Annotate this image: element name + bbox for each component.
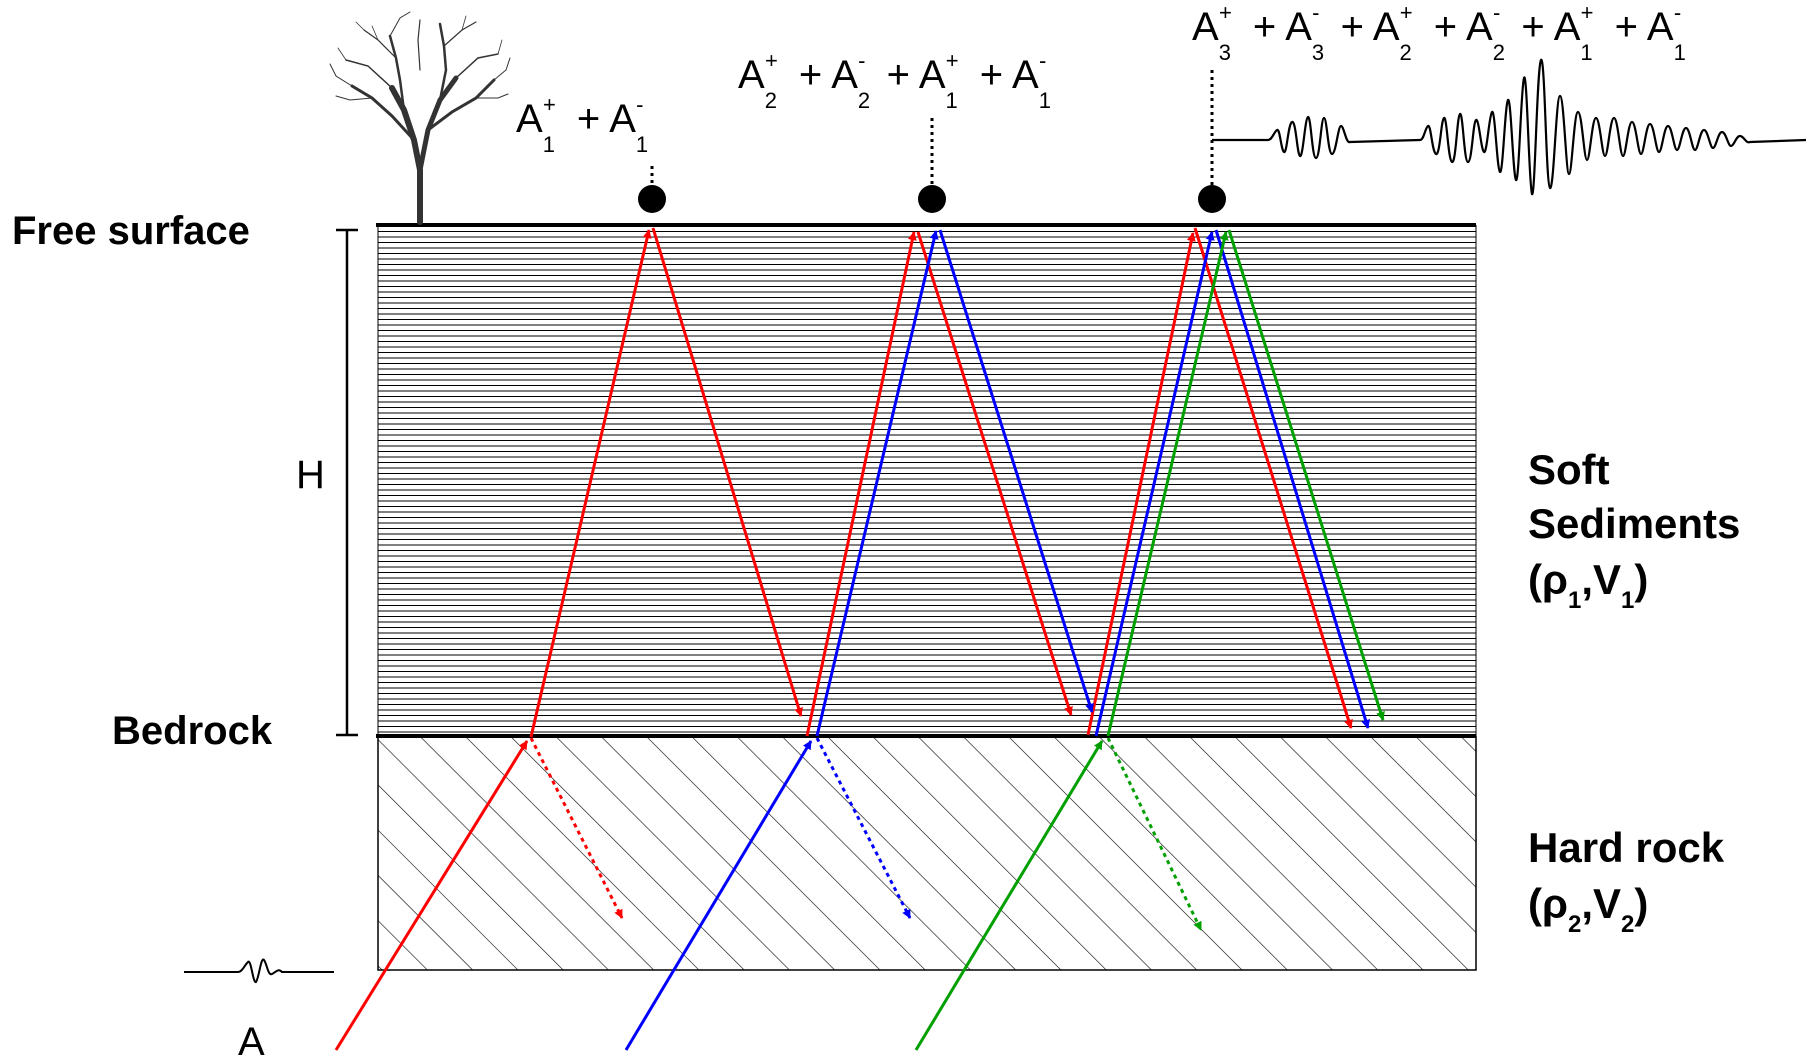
- ray-path-green: [914, 229, 1385, 1051]
- sediments-label: Sediments: [1528, 500, 1740, 547]
- ray-path-blue: [624, 229, 1370, 1051]
- amplitude-sum-2: A2+ + A2- + A1+ + A1-: [738, 48, 1051, 113]
- input-wave-label: A: [238, 1020, 265, 1060]
- amplitude-sum-1: A1+ + A1-: [516, 92, 648, 157]
- free-surface-label: Free surface: [12, 209, 250, 253]
- bedrock-label: Bedrock: [112, 709, 273, 753]
- thickness-bracket: [336, 228, 358, 737]
- hard-rock-label: Hard rock: [1528, 824, 1725, 871]
- tree-icon: [329, 11, 511, 225]
- hard-rock-properties: (ρ2,V2): [1528, 880, 1648, 938]
- hard-rock-layer: [377, 736, 1477, 971]
- receiver-dot-2: [918, 185, 946, 213]
- output-seismogram: [1212, 58, 1807, 196]
- ray-path-red: [334, 227, 1353, 1051]
- receivers: [638, 70, 1226, 213]
- soft-label: Soft: [1528, 446, 1610, 493]
- soft-sediment-layer: [378, 225, 1476, 735]
- soft-sediments-label: Soft Sediments: [1528, 446, 1740, 547]
- thickness-label: H: [296, 453, 325, 497]
- soft-sediments-properties: (ρ1,V1): [1528, 556, 1648, 614]
- receiver-dot-1: [638, 185, 666, 213]
- input-wavelet: [184, 958, 334, 984]
- receiver-dot-3: [1198, 185, 1226, 213]
- amplitude-sum-3: A3+ + A3- + A2+ + A2- + A1+ + A1-: [1192, 0, 1686, 65]
